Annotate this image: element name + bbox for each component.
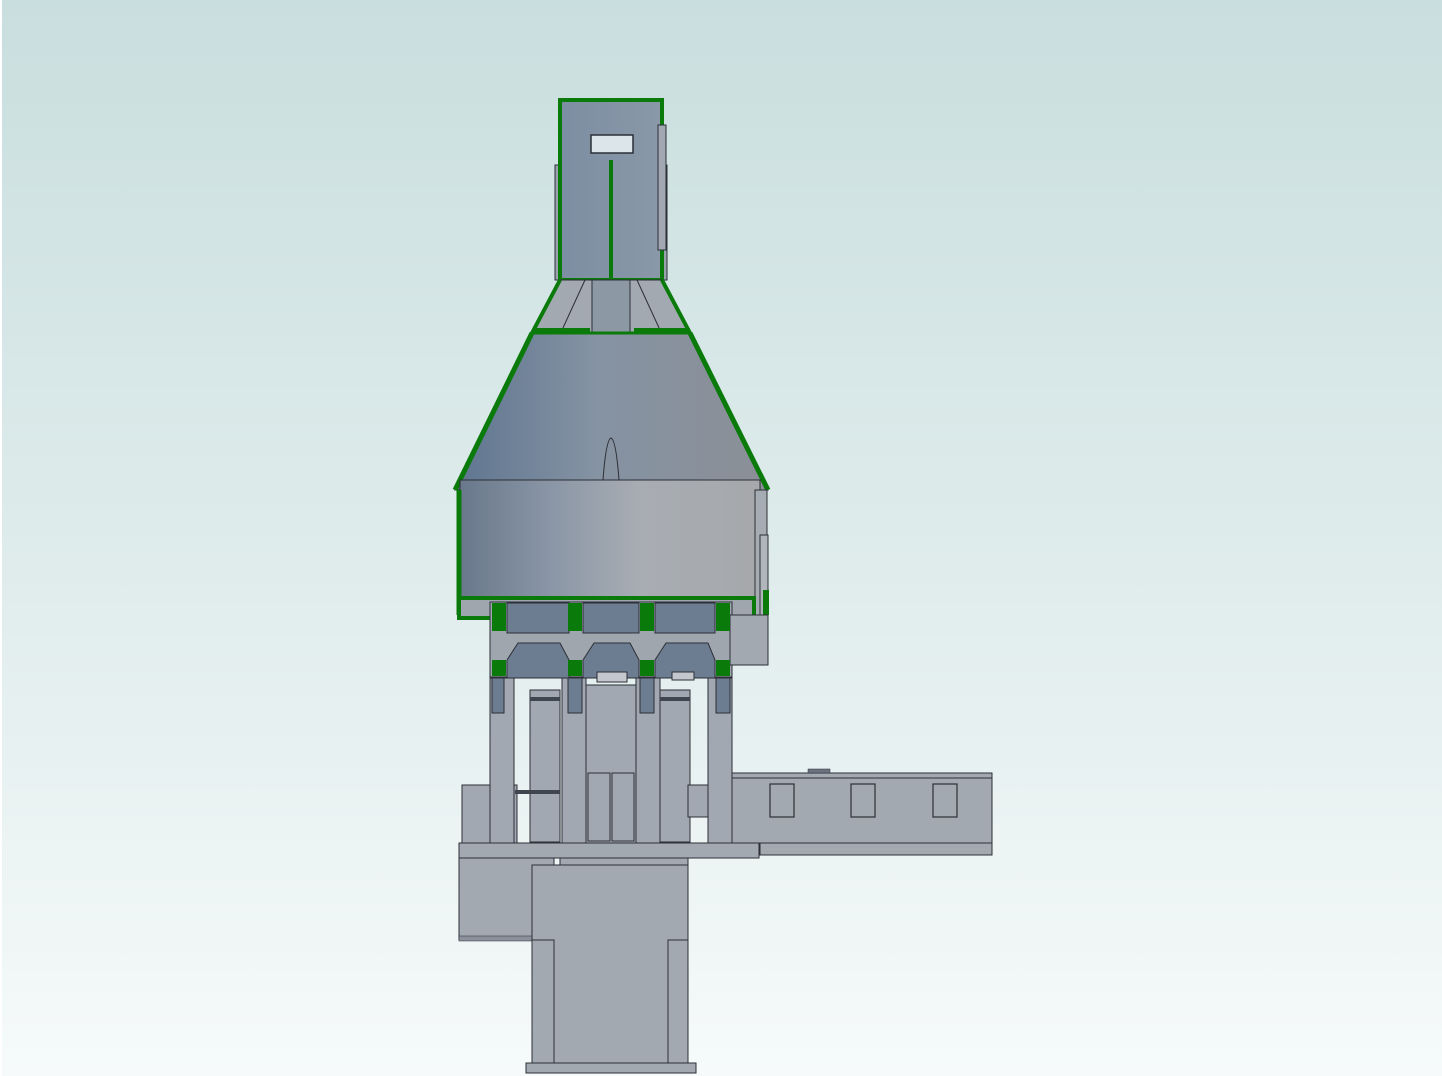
gate-row[interactable] <box>489 601 769 683</box>
side-conveyor[interactable] <box>731 768 993 856</box>
support-frame[interactable] <box>461 677 733 844</box>
base-housing[interactable] <box>458 842 760 1074</box>
chute-window <box>590 134 634 154</box>
top-chute[interactable] <box>554 98 668 282</box>
hopper-cone[interactable] <box>452 331 771 492</box>
transition-neck[interactable] <box>530 279 692 336</box>
hopper-drum[interactable] <box>456 479 769 620</box>
cone-deflector <box>602 437 620 481</box>
